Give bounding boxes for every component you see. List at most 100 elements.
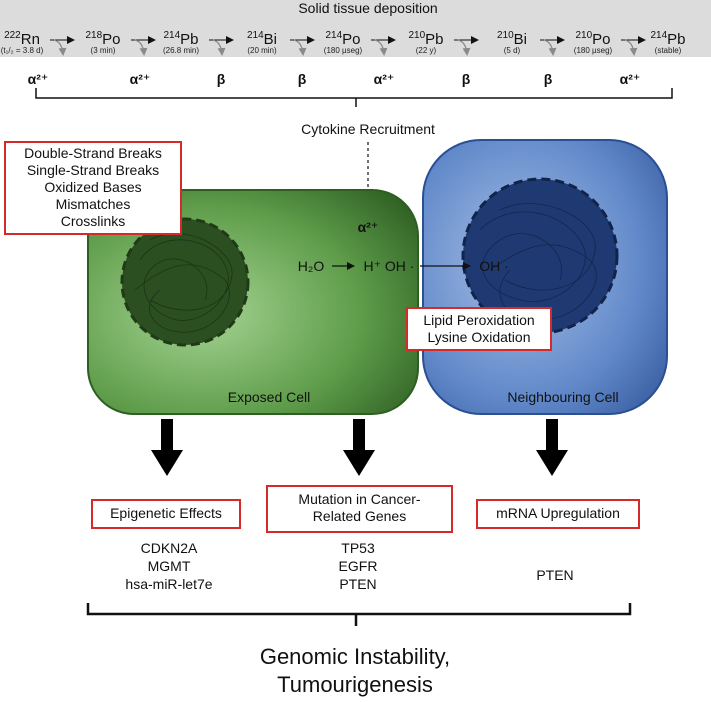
emission-arrow xyxy=(374,39,388,56)
cytokine-label: Cytokine Recruitment xyxy=(301,121,435,137)
isotope-element: Rn xyxy=(21,31,40,48)
isotope-symbol: 214Po xyxy=(325,30,360,48)
isotope-element: Pb xyxy=(180,31,198,48)
isotope-half-life: (26.8 min) xyxy=(163,46,199,55)
isotope-mass: 218 xyxy=(85,30,102,41)
emission-label: α²⁺ xyxy=(28,71,49,87)
damage-item: Crosslinks xyxy=(60,213,126,229)
isotope-mass: 222 xyxy=(4,30,21,41)
emission-label: β xyxy=(217,71,226,87)
radical-label: OH · xyxy=(479,258,509,274)
down-arrow-mrna xyxy=(536,419,568,476)
emission-label: α²⁺ xyxy=(130,71,151,87)
isotope-element: Po xyxy=(592,31,610,48)
isotope-mass: 214 xyxy=(650,30,667,41)
isotope-symbol: 210Bi xyxy=(497,30,527,48)
mrna-gene-list: PTEN xyxy=(480,566,630,584)
water-label: H₂O xyxy=(298,258,325,274)
isotope-element: Po xyxy=(342,31,360,48)
damage-item: Mismatches xyxy=(55,196,131,212)
isotope-symbol: 214Bi xyxy=(247,30,277,48)
emission-arrow xyxy=(624,39,638,56)
exposed-nucleus xyxy=(120,217,250,347)
isotope-symbol: 214Pb xyxy=(650,30,685,48)
emission-arrow xyxy=(212,39,226,56)
dna-damage-box: Double-Strand Breaks Single-Strand Break… xyxy=(4,141,182,235)
emission-arrow xyxy=(53,39,67,56)
damage-item: Oxidized Bases xyxy=(44,179,142,195)
isotope-element: Bi xyxy=(264,31,277,48)
effect-label: Epigenetic Effects xyxy=(110,505,222,521)
isotope-mass: 214 xyxy=(325,30,342,41)
effect-arrows xyxy=(151,419,568,476)
isotope-half-life: (180 µseg) xyxy=(324,46,363,55)
emission-arrow xyxy=(134,39,148,56)
protein-damage-item: Lipid Peroxidation xyxy=(423,312,535,328)
decay-chain: 222Rn(t₁/₂ = 3.8 d)218Po(3 min)214Pb(26.… xyxy=(1,30,686,87)
damage-item: Single-Strand Breaks xyxy=(26,162,160,178)
products-label: H⁺ OH · xyxy=(364,258,415,274)
gene: PTEN xyxy=(536,567,574,583)
isotope-symbol: 210Po xyxy=(575,30,610,48)
outcome-line-2: Tumourigenesis xyxy=(277,672,433,697)
isotope-element: Po xyxy=(102,31,120,48)
gene: TP53 xyxy=(341,540,375,556)
mutation-box: Mutation in Cancer- Related Genes xyxy=(266,485,453,533)
isotope-element: Pb xyxy=(667,31,685,48)
effect-label: Mutation in Cancer- xyxy=(298,491,421,507)
isotope-mass: 214 xyxy=(163,30,180,41)
epigenetic-effects-box: Epigenetic Effects xyxy=(91,499,241,529)
epigenetic-gene-list: CDKN2A MGMT hsa-miR-let7e xyxy=(94,539,244,593)
exposed-chromatin xyxy=(134,233,233,333)
alpha-label: α²⁺ xyxy=(358,219,379,235)
isotope-symbol: 210Pb xyxy=(408,30,443,48)
down-arrow-epigenetic xyxy=(151,419,183,476)
isotope-symbol: 214Pb xyxy=(163,30,198,48)
protein-damage-item: Lysine Oxidation xyxy=(427,329,531,345)
isotope-element: Pb xyxy=(425,31,443,48)
emission-arrow xyxy=(543,39,557,56)
chain-title: Solid tissue deposition xyxy=(298,0,437,16)
isotope-mass: 210 xyxy=(497,30,514,41)
isotope-element: Bi xyxy=(514,31,527,48)
outcome-line-1: Genomic Instability, xyxy=(260,644,450,669)
exposed-cell-label: Exposed Cell xyxy=(228,389,311,405)
neighbouring-cell-label: Neighbouring Cell xyxy=(507,389,618,405)
isotope-mass: 210 xyxy=(575,30,592,41)
isotope-half-life: (3 min) xyxy=(91,46,116,55)
emission-label: β xyxy=(298,71,307,87)
emission-arrow xyxy=(293,39,307,56)
mutation-gene-list: TP53 EGFR PTEN xyxy=(283,539,433,593)
gene: CDKN2A xyxy=(140,540,198,556)
emission-arrow xyxy=(457,39,471,56)
emission-label: α²⁺ xyxy=(620,71,641,87)
isotope-half-life: (180 µseg) xyxy=(574,46,613,55)
gene: PTEN xyxy=(339,576,377,592)
isotope-mass: 210 xyxy=(408,30,425,41)
gene: EGFR xyxy=(338,558,378,574)
emission-label: α²⁺ xyxy=(374,71,395,87)
isotope-half-life: (5 d) xyxy=(504,46,521,55)
mrna-upregulation-box: mRNA Upregulation xyxy=(476,499,640,529)
effect-label: mRNA Upregulation xyxy=(496,505,620,521)
isotope-mass: 214 xyxy=(247,30,264,41)
emission-label: β xyxy=(544,71,553,87)
isotope-half-life: (stable) xyxy=(655,46,682,55)
down-arrow-mutation xyxy=(343,419,375,476)
emission-label: β xyxy=(462,71,471,87)
isotope-symbol: 218Po xyxy=(85,30,120,48)
isotope-symbol: 222Rn xyxy=(4,30,40,48)
decay-chain-band xyxy=(0,0,711,57)
emission-brace xyxy=(35,88,673,107)
effect-label: Related Genes xyxy=(312,508,407,524)
gene: hsa-miR-let7e xyxy=(125,576,213,592)
outcome-brace xyxy=(86,603,632,626)
gene: MGMT xyxy=(147,558,191,574)
damage-item: Double-Strand Breaks xyxy=(24,145,162,161)
isotope-half-life: (22 y) xyxy=(416,46,437,55)
protein-damage-box: Lipid Peroxidation Lysine Oxidation xyxy=(406,307,552,351)
isotope-half-life: (20 min) xyxy=(247,46,277,55)
isotope-half-life: (t₁/₂ = 3.8 d) xyxy=(1,46,44,55)
neighbouring-chromatin xyxy=(479,203,597,321)
